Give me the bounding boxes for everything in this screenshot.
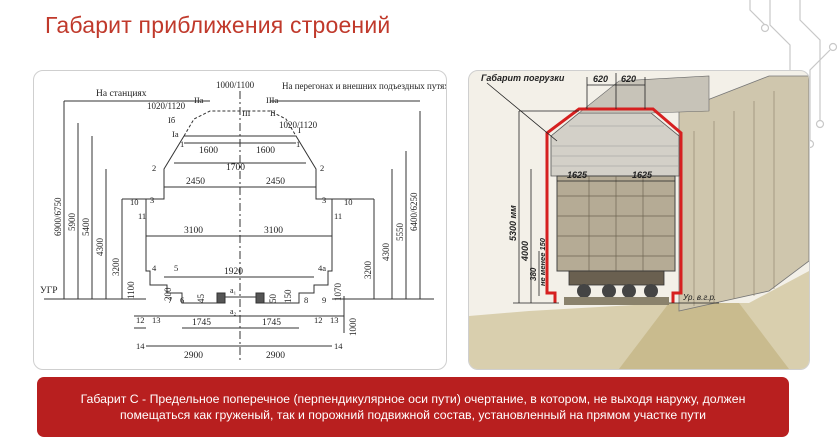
v-200: 200 [163, 287, 173, 301]
label-gabarit: Габарит погрузки [481, 73, 565, 83]
v-45: 45 [196, 294, 206, 304]
pt-1-left: 1 [180, 139, 184, 149]
caption-text: Габарит С - Предельное поперечное (перпе… [80, 392, 746, 422]
dim-3100-left: 3100 [184, 226, 203, 236]
v-4000: 4000 [520, 241, 530, 262]
pt-7: 7 [168, 295, 172, 305]
label-a2: a₂ [230, 307, 237, 316]
v-5900: 5900 [67, 213, 77, 232]
gauge-diagram: На станциях На перегонах и внешних подъе… [40, 80, 446, 361]
pt-IIIa: IIIa [266, 95, 278, 105]
v-4300-right: 4300 [381, 243, 391, 262]
page-title: Габарит приближения строений [45, 12, 391, 38]
pt-II: II [270, 108, 276, 118]
pt-2-right: 2 [320, 163, 324, 173]
pt-4a: 4a [318, 263, 326, 273]
pt-13-left: 13 [152, 315, 161, 325]
pt-6: 6 [180, 295, 184, 305]
v-5400: 5400 [81, 218, 91, 237]
pt-IIa: IIa [194, 95, 204, 105]
pt-2-left: 2 [152, 163, 156, 173]
pt-4: 4 [152, 263, 157, 273]
dim-1600-right: 1600 [256, 146, 275, 156]
pt-3-left: 3 [150, 195, 154, 205]
v-1100: 1100 [126, 281, 136, 299]
dim-1700: 1700 [226, 163, 245, 173]
pt-12-left: 12 [136, 315, 145, 325]
dim-1625-left: 1625 [567, 170, 588, 180]
v-1000: 1000 [348, 318, 358, 337]
dim-1020-1120-right: 1020/1120 [279, 120, 318, 130]
v-6900-6750: 6900/6750 [53, 197, 63, 236]
dim-1020-1120-left: 1020/1120 [147, 101, 186, 111]
v-5550: 5550 [395, 223, 405, 242]
pt-14-left: 14 [136, 341, 145, 351]
pt-12-right: 12 [314, 315, 323, 325]
label-a1: a₁ [230, 286, 237, 295]
v-3200-left: 3200 [111, 258, 121, 277]
dim-1745-left: 1745 [192, 318, 211, 328]
pt-III: III [242, 108, 251, 118]
pt-Ib: Iб [168, 115, 175, 125]
pt-11-left: 11 [138, 211, 146, 221]
v-150: 150 [283, 289, 293, 303]
definition-caption: Габарит С - Предельное поперечное (перпе… [37, 377, 789, 437]
pt-5: 5 [174, 263, 178, 273]
v-5300: 5300 мм [508, 205, 518, 241]
dim-620-right: 620 [621, 74, 636, 84]
dim-620-left: 620 [593, 74, 608, 84]
dim-1000-1100: 1000/1100 [216, 80, 255, 90]
label-hauls: На перегонах и внешних подъездных путях [282, 81, 446, 91]
v-380: 380 [529, 267, 538, 281]
dim-2450-right: 2450 [266, 177, 285, 187]
pt-Ia: Ia [172, 129, 179, 139]
gauge-diagram-panel: На станциях На перегонах и внешних подъе… [33, 70, 447, 370]
dim-1600-left: 1600 [199, 146, 218, 156]
dim-2450-left: 2450 [186, 177, 205, 187]
dim-1920: 1920 [224, 267, 243, 277]
dim-3100-right: 3100 [264, 226, 283, 236]
pt-10-left: 10 [130, 197, 139, 207]
v-4300: 4300 [95, 238, 105, 257]
label-ugr-right: Ур. в.г.р. [682, 293, 716, 302]
pt-8: 8 [304, 295, 308, 305]
v-6400-6250: 6400/6250 [409, 192, 419, 231]
pt-11-right: 11 [334, 211, 342, 221]
pt-9: 9 [322, 295, 326, 305]
v-1070: 1070 [333, 283, 343, 302]
label-stations: На станциях [96, 89, 147, 99]
pt-10-right: 10 [344, 197, 353, 207]
pt-13-right: 13 [330, 315, 339, 325]
dim-2900-right: 2900 [266, 351, 285, 361]
label-ugr: УГР [40, 286, 58, 296]
gauge-outline [145, 135, 333, 304]
dim-1745-right: 1745 [262, 318, 281, 328]
pt-I: I [298, 125, 301, 135]
wagon-illustration-panel: Габарит погрузки 620 620 1625 1625 5300 … [468, 70, 810, 370]
v-3200-right: 3200 [363, 261, 373, 280]
dim-1625-right: 1625 [632, 170, 653, 180]
v-50: 50 [268, 294, 278, 304]
pt-1-right: 1 [296, 139, 300, 149]
pt-3-right: 3 [322, 195, 326, 205]
dim-2900-left: 2900 [184, 351, 203, 361]
v-150: не менее 150 [538, 237, 547, 286]
wagon-illustration: Габарит погрузки 620 620 1625 1625 5300 … [469, 73, 809, 369]
pt-14-right: 14 [334, 341, 343, 351]
